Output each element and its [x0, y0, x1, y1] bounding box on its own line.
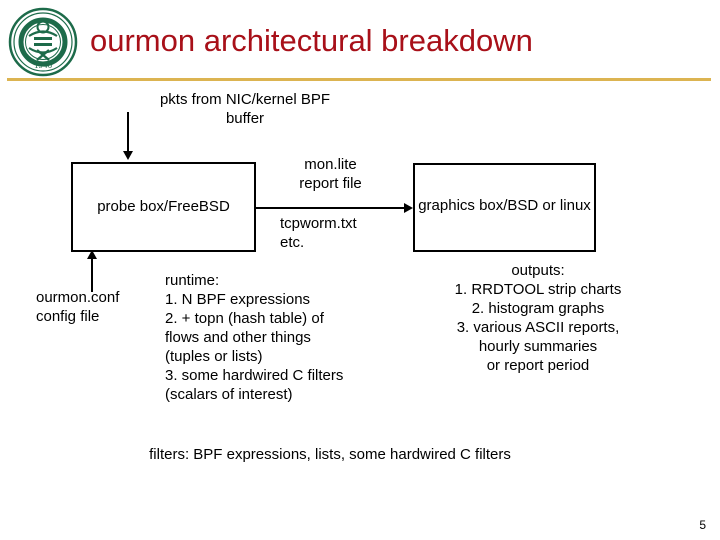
link-label-report-file: mon.lite report file — [299, 156, 362, 192]
connector-config-arrowhead — [87, 250, 97, 259]
svg-text:1946: 1946 — [34, 60, 53, 70]
connector-input-arrowhead — [123, 151, 133, 160]
graphics-box: graphics box/BSD or linux — [413, 163, 596, 252]
filters-footer-label: filters: BPF expressions, lists, some ha… — [149, 446, 511, 463]
probe-box: probe box/FreeBSD — [71, 162, 256, 252]
config-file-label: ourmon.conf config file — [36, 289, 120, 325]
link-label-tcpworm: tcpworm.txt etc. — [280, 215, 357, 251]
page-number: 5 — [699, 518, 706, 532]
probe-box-label: probe box/FreeBSD — [97, 198, 230, 215]
outputs-notes: outputs: 1. RRDTOOL strip charts 2. hist… — [454, 262, 622, 374]
input-packets-label: pkts from NIC/kernel BPF buffer — [159, 91, 331, 127]
title-divider — [7, 78, 711, 81]
connector-report-line — [256, 207, 408, 209]
connector-report-arrowhead — [404, 203, 413, 213]
graphics-box-label: graphics box/BSD or linux — [418, 197, 591, 214]
psu-seal-logo: 1946 — [7, 6, 79, 78]
connector-input-line — [127, 112, 129, 154]
connector-config-line — [91, 257, 93, 292]
runtime-notes: runtime: 1. N BPF expressions 2. + topn … — [165, 272, 344, 403]
page-title: ourmon architectural breakdown — [90, 23, 533, 58]
